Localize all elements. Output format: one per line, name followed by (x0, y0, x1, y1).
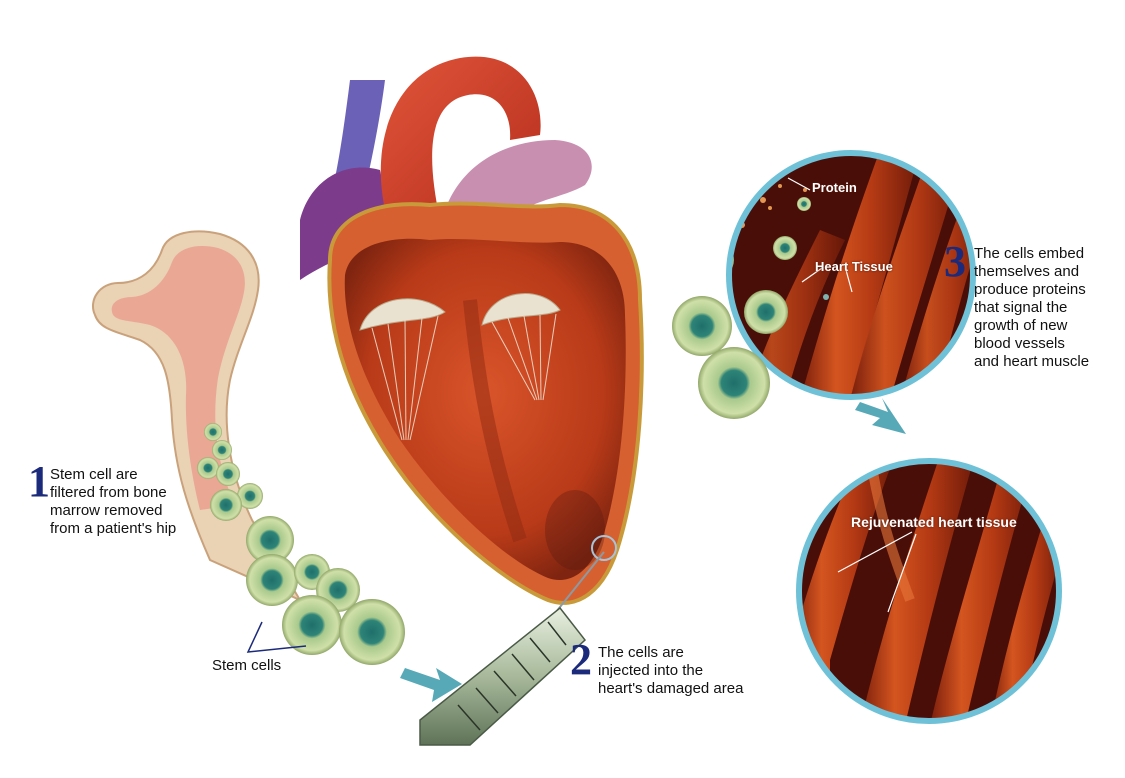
step-1-number: 1 (28, 457, 50, 506)
protein-cell (797, 197, 811, 211)
stem-cell (698, 347, 770, 419)
stem-cell (212, 440, 232, 460)
heart-tissue-label: Heart Tissue (815, 259, 893, 274)
stem-cell (773, 236, 797, 260)
step-1-text: Stem cell are filtered from bone marrow … (50, 466, 177, 537)
stem-cell (339, 599, 405, 665)
stem-cell (282, 595, 342, 655)
stem-cell (237, 483, 263, 509)
step-2-text: The cells are injected into the heart's … (598, 644, 744, 697)
arrow-bone-to-syringe (400, 668, 462, 702)
arrow-to-rejuvenated (855, 398, 906, 434)
step-3-text: The cells embed themselves and produce p… (974, 245, 1090, 370)
stem-cell (246, 554, 298, 606)
stem-cell (210, 489, 242, 521)
stem-cell (246, 516, 294, 564)
protein-label: Protein (812, 180, 857, 195)
syringe (419, 551, 605, 746)
femur-bone (92, 230, 303, 603)
step-3-number: 3 (944, 237, 966, 286)
injection-site (591, 535, 617, 561)
heart-illustration (300, 56, 644, 605)
stem-cell-cluster (197, 423, 405, 665)
rejuvenated-tissue-view (796, 458, 1062, 724)
stem-cell (672, 296, 732, 356)
tissue-cell (823, 294, 829, 300)
rejuvenated-tissue-label: Rejuvenated heart tissue (851, 514, 1017, 530)
stem-cell (744, 290, 788, 334)
stem-cells-label: Stem cells (212, 657, 282, 674)
stem-cells-pointer (246, 621, 307, 653)
stem-cell (216, 462, 240, 486)
step-2-number: 2 (570, 635, 592, 684)
stem-cell (204, 423, 222, 441)
magnified-heart-tissue (672, 150, 976, 419)
stem-cell (197, 457, 219, 479)
